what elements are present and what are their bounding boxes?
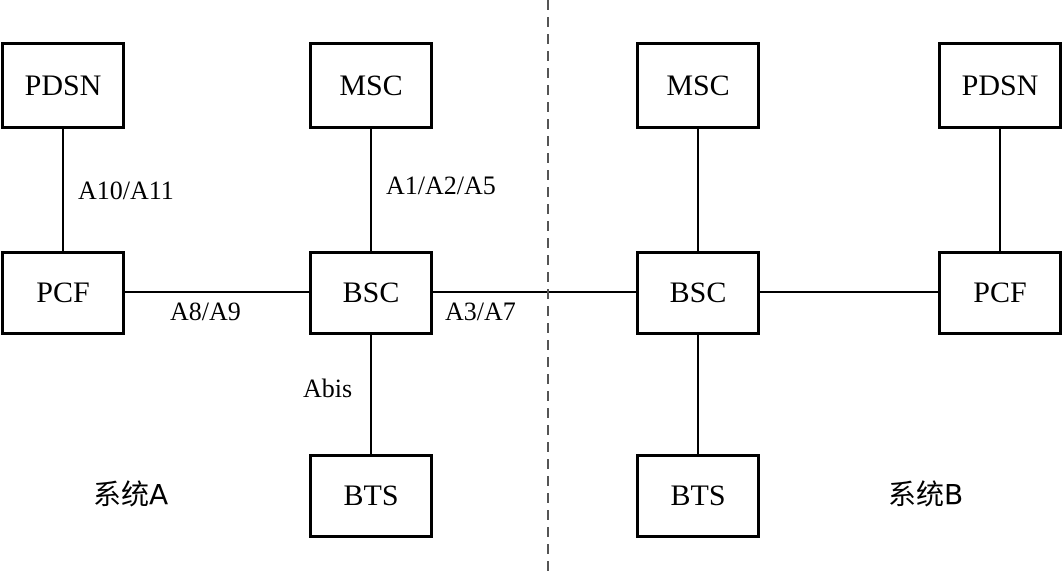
node-pdsn-a: PDSN — [1, 42, 125, 129]
label-a1-a2-a5: A1/A2/A5 — [386, 171, 496, 200]
node-pdsn-b: PDSN — [938, 42, 1062, 129]
node-bts-a: BTS — [309, 454, 433, 538]
node-msc-b: MSC — [636, 42, 760, 129]
node-pcf-a: PCF — [1, 251, 125, 335]
label-a3-a7: A3/A7 — [445, 297, 516, 326]
label-a8-a9: A8/A9 — [170, 297, 241, 326]
label-a10-a11: A10/A11 — [78, 176, 174, 205]
system-a-label: 系统A — [93, 478, 169, 511]
node-bts-b: BTS — [636, 454, 760, 538]
label-abis: Abis — [303, 374, 353, 403]
system-b-label: 系统B — [888, 478, 964, 511]
node-msc-a: MSC — [309, 42, 433, 129]
node-bsc-b: BSC — [636, 251, 760, 335]
node-pcf-b: PCF — [938, 251, 1062, 335]
node-bsc-a: BSC — [309, 251, 433, 335]
